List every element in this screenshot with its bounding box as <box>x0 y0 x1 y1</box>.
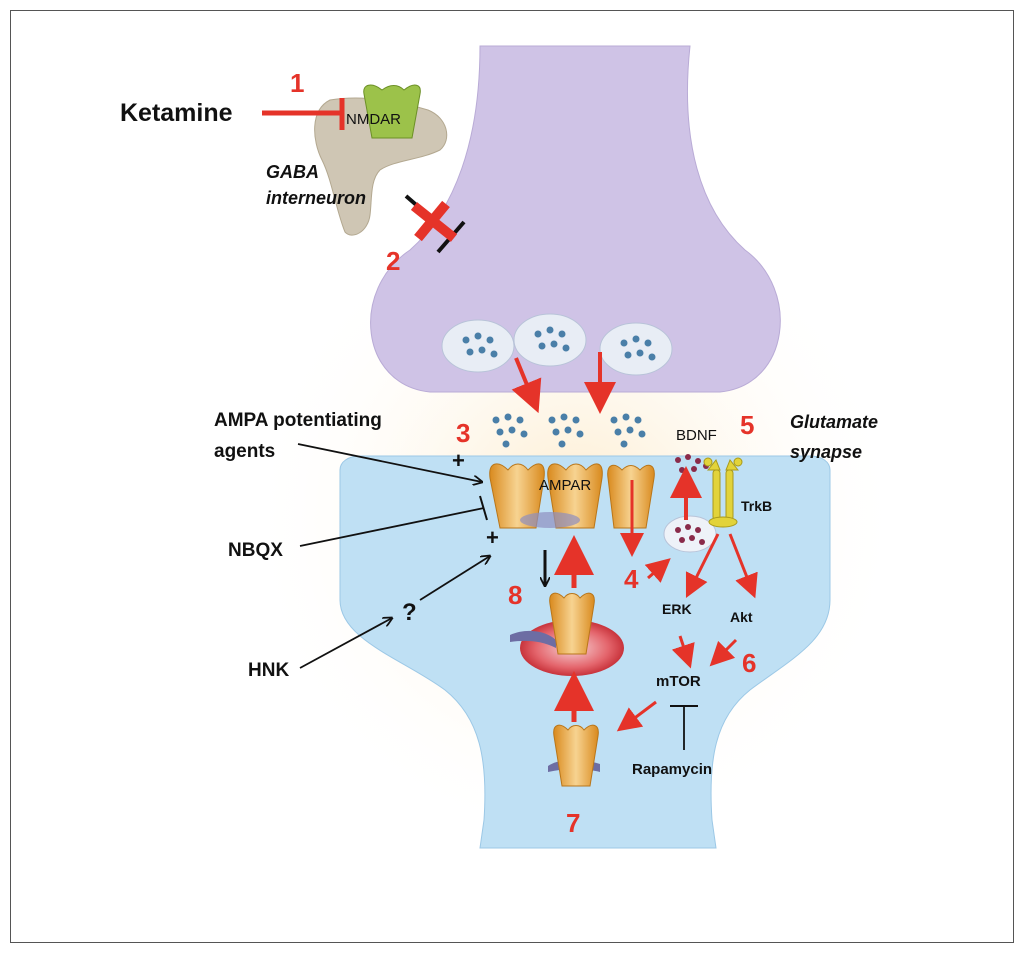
presynaptic-vesicles <box>441 313 673 376</box>
bdnf-vesicle <box>663 515 717 553</box>
ampa-agents-label-line1: AMPA potentiating <box>214 410 382 431</box>
rapamycin-label: Rapamycin <box>632 761 712 778</box>
ampa-agents-arrow <box>297 443 482 482</box>
nbqx-inhibition <box>299 495 488 547</box>
erk-label: ERK <box>662 601 692 617</box>
step-3: 3 <box>456 418 470 448</box>
ampar-label: AMPAR <box>539 477 591 494</box>
step-1: 1 <box>290 68 304 98</box>
akt-label: Akt <box>730 609 753 625</box>
nmdar-label: NMDAR <box>346 111 401 128</box>
trkb-akt-arrow <box>728 533 758 599</box>
blocked-gaba-inhibition <box>404 194 466 254</box>
ketamine-inhibition <box>262 98 345 130</box>
ketamine-label: Ketamine <box>120 99 233 127</box>
mtor-label: mTOR <box>656 673 701 690</box>
plus-sign-top: + <box>452 448 465 473</box>
erk-mtor-arrow <box>671 635 695 669</box>
step-8: 8 <box>508 580 522 610</box>
nmdar-receptor <box>363 84 421 139</box>
hnk-arrow <box>299 618 392 669</box>
trkb-receptor <box>703 457 743 528</box>
hnk-label: HNK <box>248 660 289 681</box>
step-2: 2 <box>386 246 400 276</box>
akt-mtor-arrow <box>709 638 738 667</box>
nbqx-label: NBQX <box>228 540 283 561</box>
new-ampar <box>548 724 600 787</box>
question-arrow <box>419 556 490 601</box>
bdnf-label: BDNF <box>676 427 717 444</box>
question-mark: ? <box>402 599 417 626</box>
glutamate-label-line1: Glutamate <box>790 412 878 432</box>
step4-arrow <box>644 558 671 583</box>
plus-sign-bottom: + <box>486 525 499 550</box>
internalized-ampar <box>510 592 624 676</box>
gaba-label-line1: GABA <box>266 162 319 182</box>
gaba-interneuron <box>314 84 448 236</box>
step-7: 7 <box>566 808 580 838</box>
step-6: 6 <box>742 648 756 678</box>
step-4: 4 <box>624 564 639 594</box>
trkb-label: TrkB <box>741 498 772 514</box>
rapamycin-inhibition <box>670 705 698 750</box>
ampa-agents-label-line2: agents <box>214 441 275 462</box>
glutamate-label-line2: synapse <box>790 442 862 462</box>
gaba-label-line2: interneuron <box>266 188 366 208</box>
release-arrow-1 <box>511 357 542 414</box>
step-5: 5 <box>740 410 754 440</box>
glutamate-clusters <box>492 413 646 448</box>
ampar-receptors <box>489 463 655 529</box>
mtor-synthesis-arrow <box>616 700 657 732</box>
trkb-erk-arrow <box>685 533 720 599</box>
